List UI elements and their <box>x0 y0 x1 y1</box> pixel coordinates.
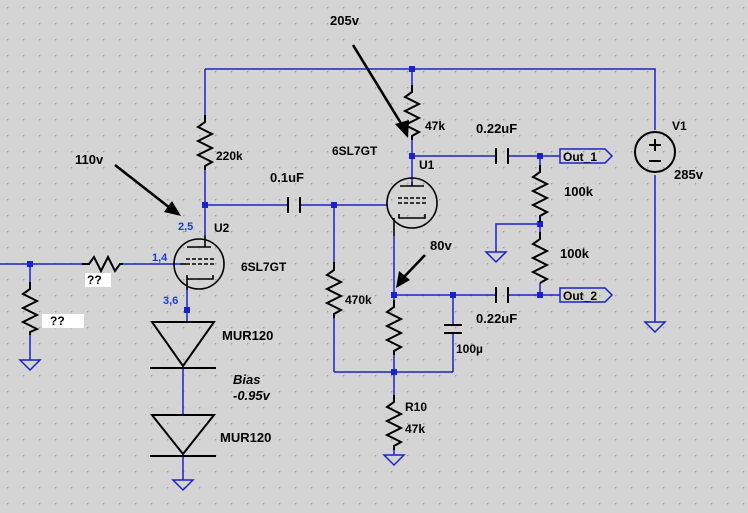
pin-u2-plate: 2,5 <box>178 221 193 233</box>
tube-u1 <box>386 177 438 236</box>
voltage-source-v1 <box>634 131 676 173</box>
capacitor-out1 <box>495 148 509 164</box>
label-out1: Out_1 <box>563 150 597 164</box>
ground-symbols <box>18 251 667 492</box>
label-u2-type: 6SL7GT <box>241 260 287 274</box>
label-0.1uF: 0.1uF <box>270 170 304 185</box>
annotation-80v: 80v <box>430 238 452 253</box>
label-100k-bottom: 100k <box>560 246 590 261</box>
label-v1-value: 285v <box>674 167 704 182</box>
pin-u2-grid: 1,4 <box>152 252 168 264</box>
annotation-bias: Bias <box>233 372 260 387</box>
label-input-series: ?? <box>87 273 102 287</box>
label-u1-type: 6SL7GT <box>332 144 378 158</box>
resistor-r10 <box>384 395 404 450</box>
resistor-100k-top <box>530 165 550 222</box>
label-v1-name: V1 <box>672 119 687 133</box>
port-out1 <box>559 148 614 164</box>
label-r10-value: 47k <box>405 422 425 436</box>
resistor-input-series <box>82 254 123 274</box>
junction-dots <box>27 66 543 375</box>
capacitor-100u <box>444 324 462 334</box>
resistor-470k <box>324 262 344 318</box>
label-u2-name: U2 <box>214 221 230 235</box>
resistor-220k <box>195 115 215 170</box>
annotation-110v: 110v <box>75 152 104 167</box>
label-0.22uF-out2: 0.22uF <box>476 311 517 326</box>
diode-mur120-top <box>150 321 216 369</box>
label-470k: 470k <box>345 293 372 307</box>
label-47k-plate: 47k <box>425 119 445 133</box>
label-bg-shunt <box>42 314 84 328</box>
annotation-bias-value: -0.95v <box>233 388 271 403</box>
pin-u2-cathode: 3,6 <box>163 295 178 307</box>
resistor-47k-plate <box>402 85 422 140</box>
label-100u: 100µ <box>456 342 483 356</box>
label-out2: Out_2 <box>563 289 597 303</box>
label-d2: MUR120 <box>220 430 271 445</box>
tube-u2 <box>173 235 225 290</box>
resistor-100k-bottom <box>530 232 550 284</box>
label-bg-series <box>85 273 111 287</box>
label-100k-top: 100k <box>564 184 594 199</box>
resistor-cathode-u1 <box>384 300 404 355</box>
label-0.22uF-out1: 0.22uF <box>476 121 517 136</box>
annotation-205v: 205v <box>330 13 360 28</box>
port-out2 <box>559 287 614 303</box>
capacitor-0.1uF <box>287 197 301 213</box>
resistor-input-shunt <box>20 282 40 335</box>
label-u1-name: U1 <box>419 158 435 172</box>
label-r10-name: R10 <box>405 400 427 414</box>
label-d1: MUR120 <box>222 328 273 343</box>
capacitor-out2 <box>495 287 509 303</box>
annotation-arrows <box>114 44 426 288</box>
label-input-shunt: ?? <box>50 314 65 328</box>
wires <box>0 68 656 480</box>
label-220k: 220k <box>216 149 243 163</box>
diode-mur120-bottom <box>149 414 217 457</box>
